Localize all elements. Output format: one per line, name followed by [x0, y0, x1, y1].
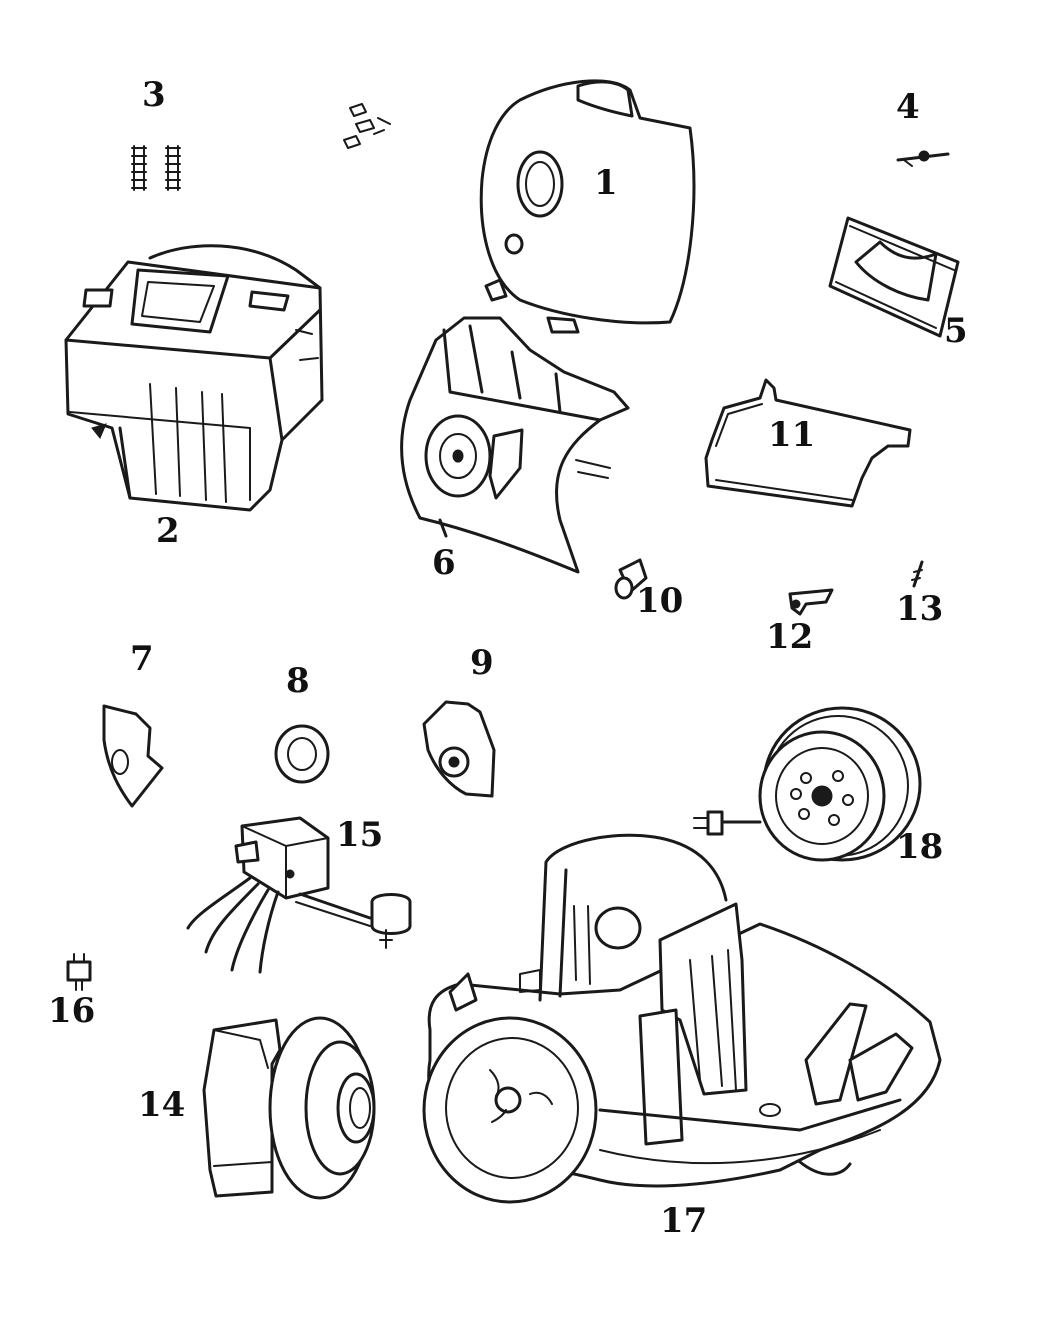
part-label-5: 5 [944, 311, 968, 351]
part-label-16: 16 [48, 991, 96, 1031]
part-15-switch-assembly [186, 816, 412, 974]
part-16-connector [66, 953, 92, 991]
part-6-front-body [400, 316, 630, 574]
part-label-6: 6 [432, 543, 456, 583]
part-label-8: 8 [286, 661, 310, 701]
part-label-7: 7 [130, 639, 154, 679]
part-3-springs [131, 145, 181, 191]
part-label-14: 14 [138, 1085, 186, 1125]
part-label-13: 13 [896, 589, 944, 629]
part-12-latch [788, 588, 834, 616]
part-label-18: 18 [896, 827, 944, 867]
part-4-pin [896, 150, 950, 167]
part-label-15: 15 [336, 815, 384, 855]
part-5-bracket [828, 216, 960, 338]
part-8-ring [274, 724, 330, 784]
part-label-1: 1 [594, 163, 618, 203]
part-17-base-chassis [422, 833, 942, 1204]
part-18-cord-reel [693, 706, 922, 862]
part-label-4: 4 [896, 87, 920, 127]
part-label-11: 11 [768, 415, 816, 455]
part-1-top-cover [479, 79, 696, 334]
part-label-17: 17 [660, 1201, 708, 1241]
part-14-motor [202, 1016, 376, 1200]
part-label-2: 2 [156, 511, 180, 551]
small-clips [343, 103, 391, 149]
part-11-frame [704, 378, 912, 508]
part-label-9: 9 [470, 643, 494, 683]
part-2-motor-housing [64, 244, 324, 512]
part-label-10: 10 [636, 581, 684, 621]
part-10-knob [614, 558, 648, 600]
part-9-side-panel [422, 700, 496, 798]
part-13-spring [911, 560, 924, 588]
part-label-3: 3 [142, 75, 166, 115]
part-7-side-panel [102, 704, 164, 808]
part-label-12: 12 [766, 617, 814, 657]
